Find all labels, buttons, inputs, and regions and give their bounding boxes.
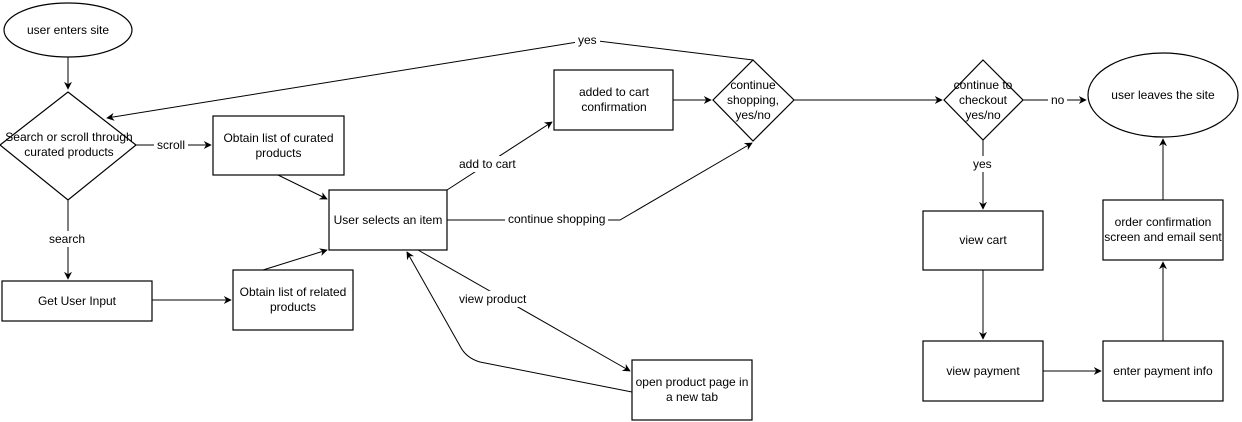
edge-product-back [406,251,633,393]
end-ellipse [1087,52,1239,138]
label-user-selects-item: User selects an item [333,212,443,227]
edge-curated-to-select [277,174,328,200]
continue-shopping-decision [712,59,795,142]
label-order-confirmation: order confirmation screen and email sent [1104,215,1222,244]
label-related-list: Obtain list of related products [239,285,347,314]
related-list-box [232,269,354,331]
label-view-payment: view payment [946,363,1020,378]
edge-label-no: no [1048,92,1068,108]
label-get-user-input: Get User Input [37,293,117,308]
edge-label-view-product: view product [456,291,530,307]
label-search-or-scroll: Search or scroll through curated product… [5,130,133,159]
edge-view-product [417,249,631,372]
edge-label-search: search [46,231,89,247]
open-product-page-box [631,359,753,421]
order-confirmation-box [1102,199,1224,261]
added-to-cart-box [553,69,674,131]
label-view-cart: view cart [959,233,1007,247]
view-cart-box [922,210,1044,271]
label-added-to-cart: added to cart confirmation [578,85,650,114]
label-curated-list: Obtain list of curated products [223,130,334,160]
edge-label-scroll: scroll [154,137,189,153]
curated-list-box [212,115,345,176]
user-selects-box [328,189,448,251]
label-user-enters-site: user enters site [26,22,110,37]
get-user-input-box [1,280,153,322]
enter-payment-box [1102,340,1224,402]
edge-label-add-to-cart: add to cart [456,156,519,172]
view-payment-box [922,340,1044,402]
label-continue-checkout: continue to checkout yes/no [953,77,1013,122]
label-user-leaves: user leaves the site [1111,87,1215,102]
edge-label-continue-shopping: continue shopping [505,211,609,227]
label-open-product-page: open product page in a new tab [635,375,749,404]
label-enter-payment: enter payment info [1113,363,1213,378]
edge-continue-shopping [447,142,753,221]
edge-label-yes-back: yes [575,32,600,48]
edge-label-yes-checkout: yes [970,156,995,172]
label-continue-shopping: continue shopping, yes/no [726,77,780,122]
edge-related-to-select [262,248,328,271]
